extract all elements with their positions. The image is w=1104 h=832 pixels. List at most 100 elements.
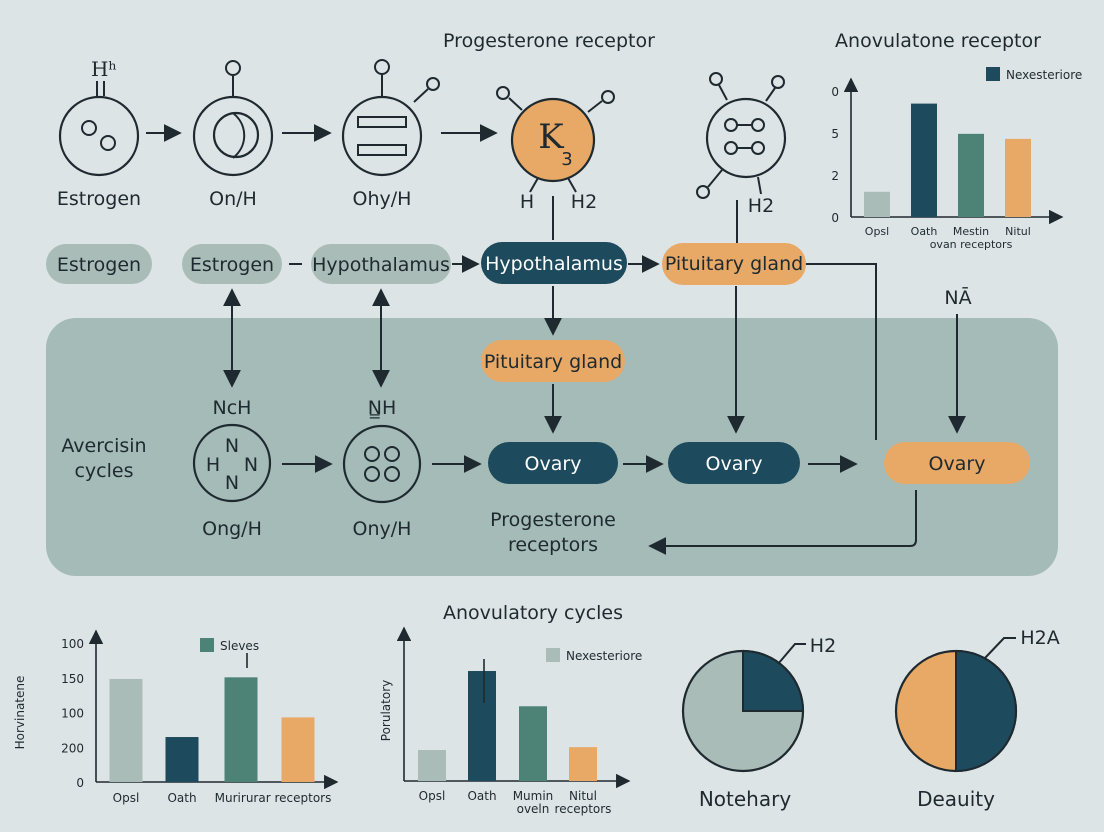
top-right-chart-x-tick-label: ovan receptors: [930, 238, 1013, 251]
bottom-left-chart-y-tick-label: 100: [61, 637, 84, 651]
top-right-chart-bar-3: [958, 133, 984, 217]
bottom-mid-chart-bar-2: [468, 671, 496, 781]
molecule-2-label: On/H: [209, 188, 257, 210]
pill-hypothalamus-a-label: Hypothalamus: [312, 254, 450, 276]
bottom-left-chart-y-axis-label: Horvinatene: [13, 676, 27, 750]
pill-estrogen-b[interactable]: Estrogen: [182, 244, 282, 284]
pill-hypothalamus-b[interactable]: Hypothalamus: [481, 242, 627, 284]
bottom-left-chart-bar-4: [281, 717, 315, 782]
pill-estrogen-a-label: Estrogen: [57, 254, 141, 276]
top-right-chart-x-tick-label: Mestin: [953, 225, 989, 238]
top-right-chart-x-tick-label: Oath: [911, 225, 938, 238]
bottom-left-chart-x-tick-label: Opsl: [113, 791, 140, 805]
title-anovulatory-cycles: Anovulatory cycles: [443, 602, 623, 624]
title-anovulatone-receptor: Anovulatone receptor: [835, 30, 1041, 52]
molecule-5-h2-label: H2: [748, 195, 774, 217]
region-label-line-2: cycles: [74, 460, 133, 482]
pill-pituitary-b-label: Pituitary gland: [484, 351, 622, 373]
pie-1-label: Notehary: [699, 787, 791, 811]
top-right-chart-y-tick-label: 0: [831, 211, 839, 225]
molecule-6-h: H: [206, 454, 220, 476]
pill-ovary-c-label: Ovary: [929, 453, 986, 475]
pill-hypothalamus-b-label: Hypothalamus: [485, 253, 623, 275]
bottom-mid-chart-legend-swatch: [546, 648, 560, 662]
pie-notehary: H2 Notehary: [681, 635, 836, 811]
molecule-h2: H2: [696, 72, 787, 217]
pie-1-slice-quarter: [742, 649, 805, 712]
molecule-4-subscript: 3: [561, 149, 572, 170]
pill-hypothalamus-a[interactable]: Hypothalamus: [311, 244, 451, 284]
pill-pituitary-a[interactable]: Pituitary gland: [662, 243, 806, 285]
pill-pituitary-a-label: Pituitary gland: [665, 253, 803, 275]
bottom-left-chart-y-tick-label: 0: [76, 776, 84, 790]
molecule-3-label: Ohy/H: [353, 188, 412, 210]
molecule-n3h: N̳H Ony/H: [342, 397, 422, 540]
bottom-left-chart-x-tick-label: Oath: [167, 791, 196, 805]
pill-ovary-b-label: Ovary: [706, 453, 763, 475]
bottom-left-chart-x-tick-label: Murirurar receptors: [215, 791, 332, 805]
pie-2-label: Deauity: [917, 787, 995, 811]
molecule-6-top-label: NcH: [213, 397, 252, 419]
bottom-left-chart-y-tick-label: 100: [61, 707, 84, 721]
molecule-nch: NcH N H N N Ong/H: [192, 397, 272, 540]
pill-ovary-a[interactable]: Ovary: [488, 442, 618, 484]
molecule-4-h-label: H: [520, 191, 534, 213]
bottom-mid-chart-x-tick-label: Nitul: [569, 789, 597, 803]
progesterone-receptors-line-2: receptors: [508, 534, 598, 556]
bottom-left-chart-bar-1: [109, 678, 143, 782]
pill-estrogen-a[interactable]: Estrogen: [46, 244, 152, 284]
molecule-1-label: Estrogen: [57, 188, 141, 210]
bottom-left-chart-legend-label: Sleves: [220, 639, 259, 653]
pie-1-callout: H2: [810, 635, 836, 657]
top-right-chart-y-tick-label: 0: [831, 85, 839, 99]
top-right-chart-y-tick-label: 2: [831, 169, 839, 183]
molecule-6-n-top: N: [225, 435, 239, 457]
title-progesterone-receptor: Progesterone receptor: [443, 30, 655, 52]
molecule-7-label: Ony/H: [353, 518, 412, 540]
molecule-4-h2-label: H2: [571, 191, 597, 213]
molecule-k3: K 3 H H2: [496, 86, 615, 213]
pill-estrogen-b-label: Estrogen: [190, 254, 274, 276]
top-right-chart-legend-label: Nexesteriore: [1006, 68, 1082, 82]
top-right-chart-legend-swatch: [986, 67, 1000, 81]
connector-line: [806, 263, 877, 440]
top-right-chart-bar-2: [911, 103, 937, 217]
top-right-chart-bar-4: [1005, 138, 1031, 217]
top-right-chart-x-tick-label: Opsl: [865, 225, 889, 238]
bottom-left-chart-bar-3: [224, 677, 258, 782]
bottom-mid-chart-x-tick-label: receptors: [555, 802, 612, 816]
pie-deauity: H2A Deauity: [894, 627, 1060, 811]
progesterone-receptors-line-1: Progesterone: [490, 509, 616, 531]
bottom-mid-chart-y-axis-label: Porulatory: [379, 680, 393, 741]
molecule-6-n-bottom: N: [225, 472, 239, 494]
pill-ovary-c[interactable]: Ovary: [884, 442, 1030, 484]
pill-pituitary-b[interactable]: Pituitary gland: [481, 340, 625, 382]
bottom-left-chart-y-tick-label: 200: [61, 741, 84, 755]
top-right-chart-bar-1: [864, 191, 890, 217]
molecule-4-symbol: K: [538, 117, 564, 157]
bottom-mid-chart-bar-3: [519, 706, 547, 781]
na-label: NĀ: [944, 285, 971, 309]
bottom-left-chart-bar-2: [165, 737, 199, 782]
bottom-mid-chart-x-tick-label: oveln: [517, 802, 550, 816]
bottom-left-chart-y-tick-label: 150: [61, 672, 84, 686]
top-right-chart-x-tick-label: Nitul: [1005, 225, 1031, 238]
pill-ovary-b[interactable]: Ovary: [668, 442, 800, 484]
top-right-chart-y-tick-label: 5: [831, 127, 839, 141]
molecule-6-label: Ong/H: [202, 518, 262, 540]
pill-ovary-a-label: Ovary: [525, 453, 582, 475]
pie-2-slice-right: [955, 649, 1017, 773]
bottom-mid-chart-bar-1: [418, 749, 446, 781]
pie-2-callout: H2A: [1020, 627, 1059, 649]
bottom-mid-chart-x-tick-label: Opsl: [419, 789, 446, 803]
return-arrow: [648, 490, 917, 555]
molecule-ohy-h: Ohy/H: [341, 59, 440, 210]
molecule-on-h: On/H: [192, 60, 274, 210]
molecule-6-n-right: N: [244, 454, 258, 476]
bottom-mid-chart-x-tick-label: Oath: [467, 789, 496, 803]
molecule-7-top-label: N̳H: [368, 397, 397, 419]
